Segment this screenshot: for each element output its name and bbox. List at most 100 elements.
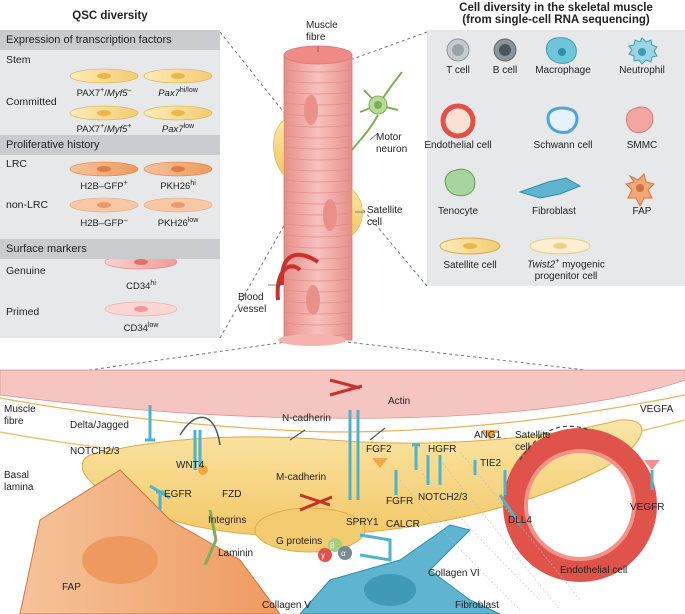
fibre-striation — [283, 168, 353, 172]
genuine-label: Genuine — [6, 265, 46, 277]
stem-caption-left: PAX7+/Myf5– — [76, 87, 132, 100]
lrc-label: LRC — [6, 158, 28, 170]
dll4-label: DLL4 — [508, 515, 532, 526]
alpha-subunit-label: α — [341, 549, 346, 558]
section-proliferative-history: Proliferative history — [0, 135, 220, 155]
m-cadherin-label: M-cadherin — [276, 472, 327, 483]
fibre-striation — [283, 234, 353, 238]
fibre-striation — [283, 311, 353, 315]
fibre-striation — [283, 245, 353, 249]
ang1-label: ANG1 — [474, 430, 502, 441]
collagen-v-label: Collagen V — [262, 600, 311, 611]
blood-vessel — [275, 252, 320, 301]
fibroblast-label: Fibroblast — [532, 206, 576, 217]
actin-label: Actin — [388, 396, 411, 407]
fibre-striation — [283, 223, 353, 227]
fibre-striation — [283, 179, 353, 183]
g-proteins-label: G proteins — [276, 536, 323, 547]
non-lrc-caption-right: PKH26low — [157, 217, 199, 230]
vegfr-label: VEGFR — [630, 502, 665, 513]
gamma-subunit-label: γ — [321, 551, 325, 560]
hgfr-label: HGFR — [428, 444, 457, 455]
neutrophil-label: Neutrophil — [619, 65, 665, 76]
satellite-cell-left — [273, 119, 285, 176]
egfr-label: EGFR — [164, 489, 192, 500]
non-lrc-caption-left: H2B–GFP– — [80, 217, 128, 230]
non-lrc-label: non-LRC — [6, 199, 49, 211]
motor-neuron — [351, 71, 403, 151]
fibre-striation — [283, 157, 353, 161]
notch-left-label: NOTCH2/3 — [70, 446, 120, 457]
fibre-striation — [283, 190, 353, 194]
integrins-label: Integrins — [208, 515, 247, 526]
fibre-striation — [283, 278, 353, 282]
fibre-striation — [283, 124, 353, 128]
diversity-cell-icons — [439, 37, 658, 255]
collagen-vi-label: Collagen VI — [428, 568, 480, 579]
fibre-striation — [283, 322, 353, 326]
endothelial-cell-label: Endothelial cell — [424, 140, 492, 151]
fibre-striation — [283, 201, 353, 205]
lrc-caption-left: H2B–GFP+ — [80, 180, 128, 193]
qsc-cells — [69, 68, 213, 317]
n-cadherin-label: N-cadherin — [282, 413, 331, 424]
fgfr-label: FGFR — [386, 496, 414, 507]
muscle-fibre-column — [278, 45, 353, 346]
fap-label: FAP — [632, 206, 652, 217]
stem-caption-right: Pax7hi/low — [158, 87, 198, 100]
genuine-caption: CD34hi — [126, 280, 156, 293]
tie2-label: TIE2 — [480, 458, 502, 469]
endothelial-cell-niche-label: Endothelial cell — [560, 565, 628, 576]
fibre-striation — [283, 91, 353, 95]
fibre-striation — [283, 267, 353, 271]
fibre-striation — [283, 102, 353, 106]
fibre-striation — [283, 212, 353, 216]
fgf2-label: FGF2 — [366, 444, 392, 455]
smmc-label: SMMC — [626, 140, 658, 151]
satellite-cell-diversity-label: Satellite cell — [443, 260, 497, 271]
schwann-cell-label: Schwann cell — [533, 140, 593, 151]
fibre-striation — [283, 80, 353, 84]
delta-jagged-label: Delta/Jagged — [70, 420, 129, 431]
lrc-caption-right: PKH26hi — [160, 180, 196, 193]
fibroblast-niche-label: Fibroblast — [455, 600, 499, 611]
macrophage-label: Macrophage — [535, 65, 591, 76]
satellite-cell-right — [351, 189, 363, 236]
committed-caption-right: Pax7low — [161, 123, 195, 136]
laminin-label: Laminin — [218, 548, 254, 559]
primed-label: Primed — [6, 306, 40, 318]
fibre-striation — [283, 113, 353, 117]
fzd-label: FZD — [222, 489, 242, 500]
tenocyte-label: Tenocyte — [437, 206, 479, 217]
primed-caption: CD34low — [123, 322, 159, 335]
fibre-striation — [283, 146, 353, 150]
cell-diversity-title: Cell diversity in the skeletal muscle(fr… — [459, 2, 653, 26]
niche-scene — [0, 369, 685, 614]
vegfa-label: VEGFA — [640, 404, 674, 415]
b-cell-label: B cell — [492, 65, 518, 76]
stem-label: Stem — [6, 54, 31, 66]
section-transcription-factors: Expression of transcription factors — [0, 30, 220, 50]
wnt4-label: WNT4 — [176, 460, 205, 471]
fap-niche-label: FAP — [62, 582, 81, 593]
t-cell-label: T cell — [446, 65, 470, 76]
committed-caption-left: PAX7+/Myf5+ — [76, 123, 132, 136]
fibre-striation — [283, 135, 353, 139]
pointer-lines — [268, 46, 379, 286]
notch-right-label: NOTCH2/3 — [418, 492, 468, 503]
qsc-diversity-title: QSC diversity — [72, 10, 148, 22]
calcr-label: CALCR — [386, 519, 420, 530]
beta-subunit-label: β — [330, 541, 335, 550]
spry1-label: SPRY1 — [346, 517, 379, 528]
fibre-striation — [283, 69, 353, 73]
committed-label: Committed — [6, 96, 57, 108]
